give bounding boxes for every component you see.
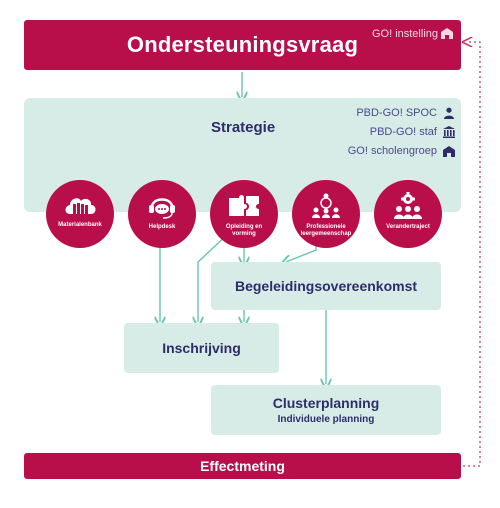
role-staf: PBD-GO! staf: [370, 126, 455, 138]
person-icon: [444, 107, 454, 119]
service-label: Opleiding en vorming: [225, 224, 263, 237]
service-opleiding: Opleiding en vorming: [210, 180, 278, 248]
arrow-opleiding-to-inschrijving: [198, 231, 231, 322]
role-scholengroep-label: GO! scholengroep: [347, 145, 437, 157]
ondersteuningsvraag-title: Ondersteuningsvraag: [126, 32, 359, 57]
inschrijving-box: Inschrijving: [124, 323, 279, 373]
role-spoc: PBD-GO! SPOC: [356, 107, 455, 119]
effectmeting-banner: Effectmeting: [24, 453, 461, 479]
clusterplanning-box: Clusterplanning Individuele planning: [211, 385, 441, 435]
network-people-icon: [312, 193, 340, 218]
ondersteuningsvraag-banner: Ondersteuningsvraag: [24, 20, 461, 70]
service-professionele-leergemeenschap: Professionele leergemeenschap: [292, 180, 360, 248]
role-spoc-label: PBD-GO! SPOC: [356, 107, 437, 119]
effectmeting-title: Effectmeting: [200, 458, 285, 474]
role-staf-label: PBD-GO! staf: [369, 126, 437, 138]
headset-icon: [149, 198, 175, 219]
go-instelling-label: GO! instelling: [371, 28, 438, 40]
begeleidingsovereenkomst-box: Begeleidingsovereenkomst: [211, 262, 441, 310]
service-label: Verandertraject: [386, 224, 430, 230]
role-scholengroep: GO! scholengroep: [348, 145, 455, 157]
service-verandertraject: Verandertraject: [374, 180, 442, 248]
service-helpdesk: Helpdesk: [128, 180, 196, 248]
begeleidingsovereenkomst-label: Begeleidingsovereenkomst: [234, 278, 418, 294]
puzzle-icon: [229, 195, 259, 216]
service-materialenbank: Materialenbank: [46, 180, 114, 248]
cloud-books-icon: [65, 198, 96, 214]
service-label: Professionele leergemeenschap: [300, 224, 352, 237]
school-icon: [441, 28, 453, 39]
school-icon: [443, 146, 455, 157]
service-label: Materialenbank: [58, 222, 102, 228]
clusterplanning-label: Clusterplanning: [272, 395, 380, 411]
building-columns-icon: [443, 126, 455, 138]
feedback-dotted-arrow: [463, 42, 481, 467]
strategie-title: Strategie: [211, 119, 276, 136]
inschrijving-label: Inschrijving: [162, 340, 241, 356]
service-label: Helpdesk: [148, 224, 176, 230]
gear-team-icon: [394, 192, 422, 219]
individuele-planning-label: Individuele planning: [277, 414, 375, 425]
